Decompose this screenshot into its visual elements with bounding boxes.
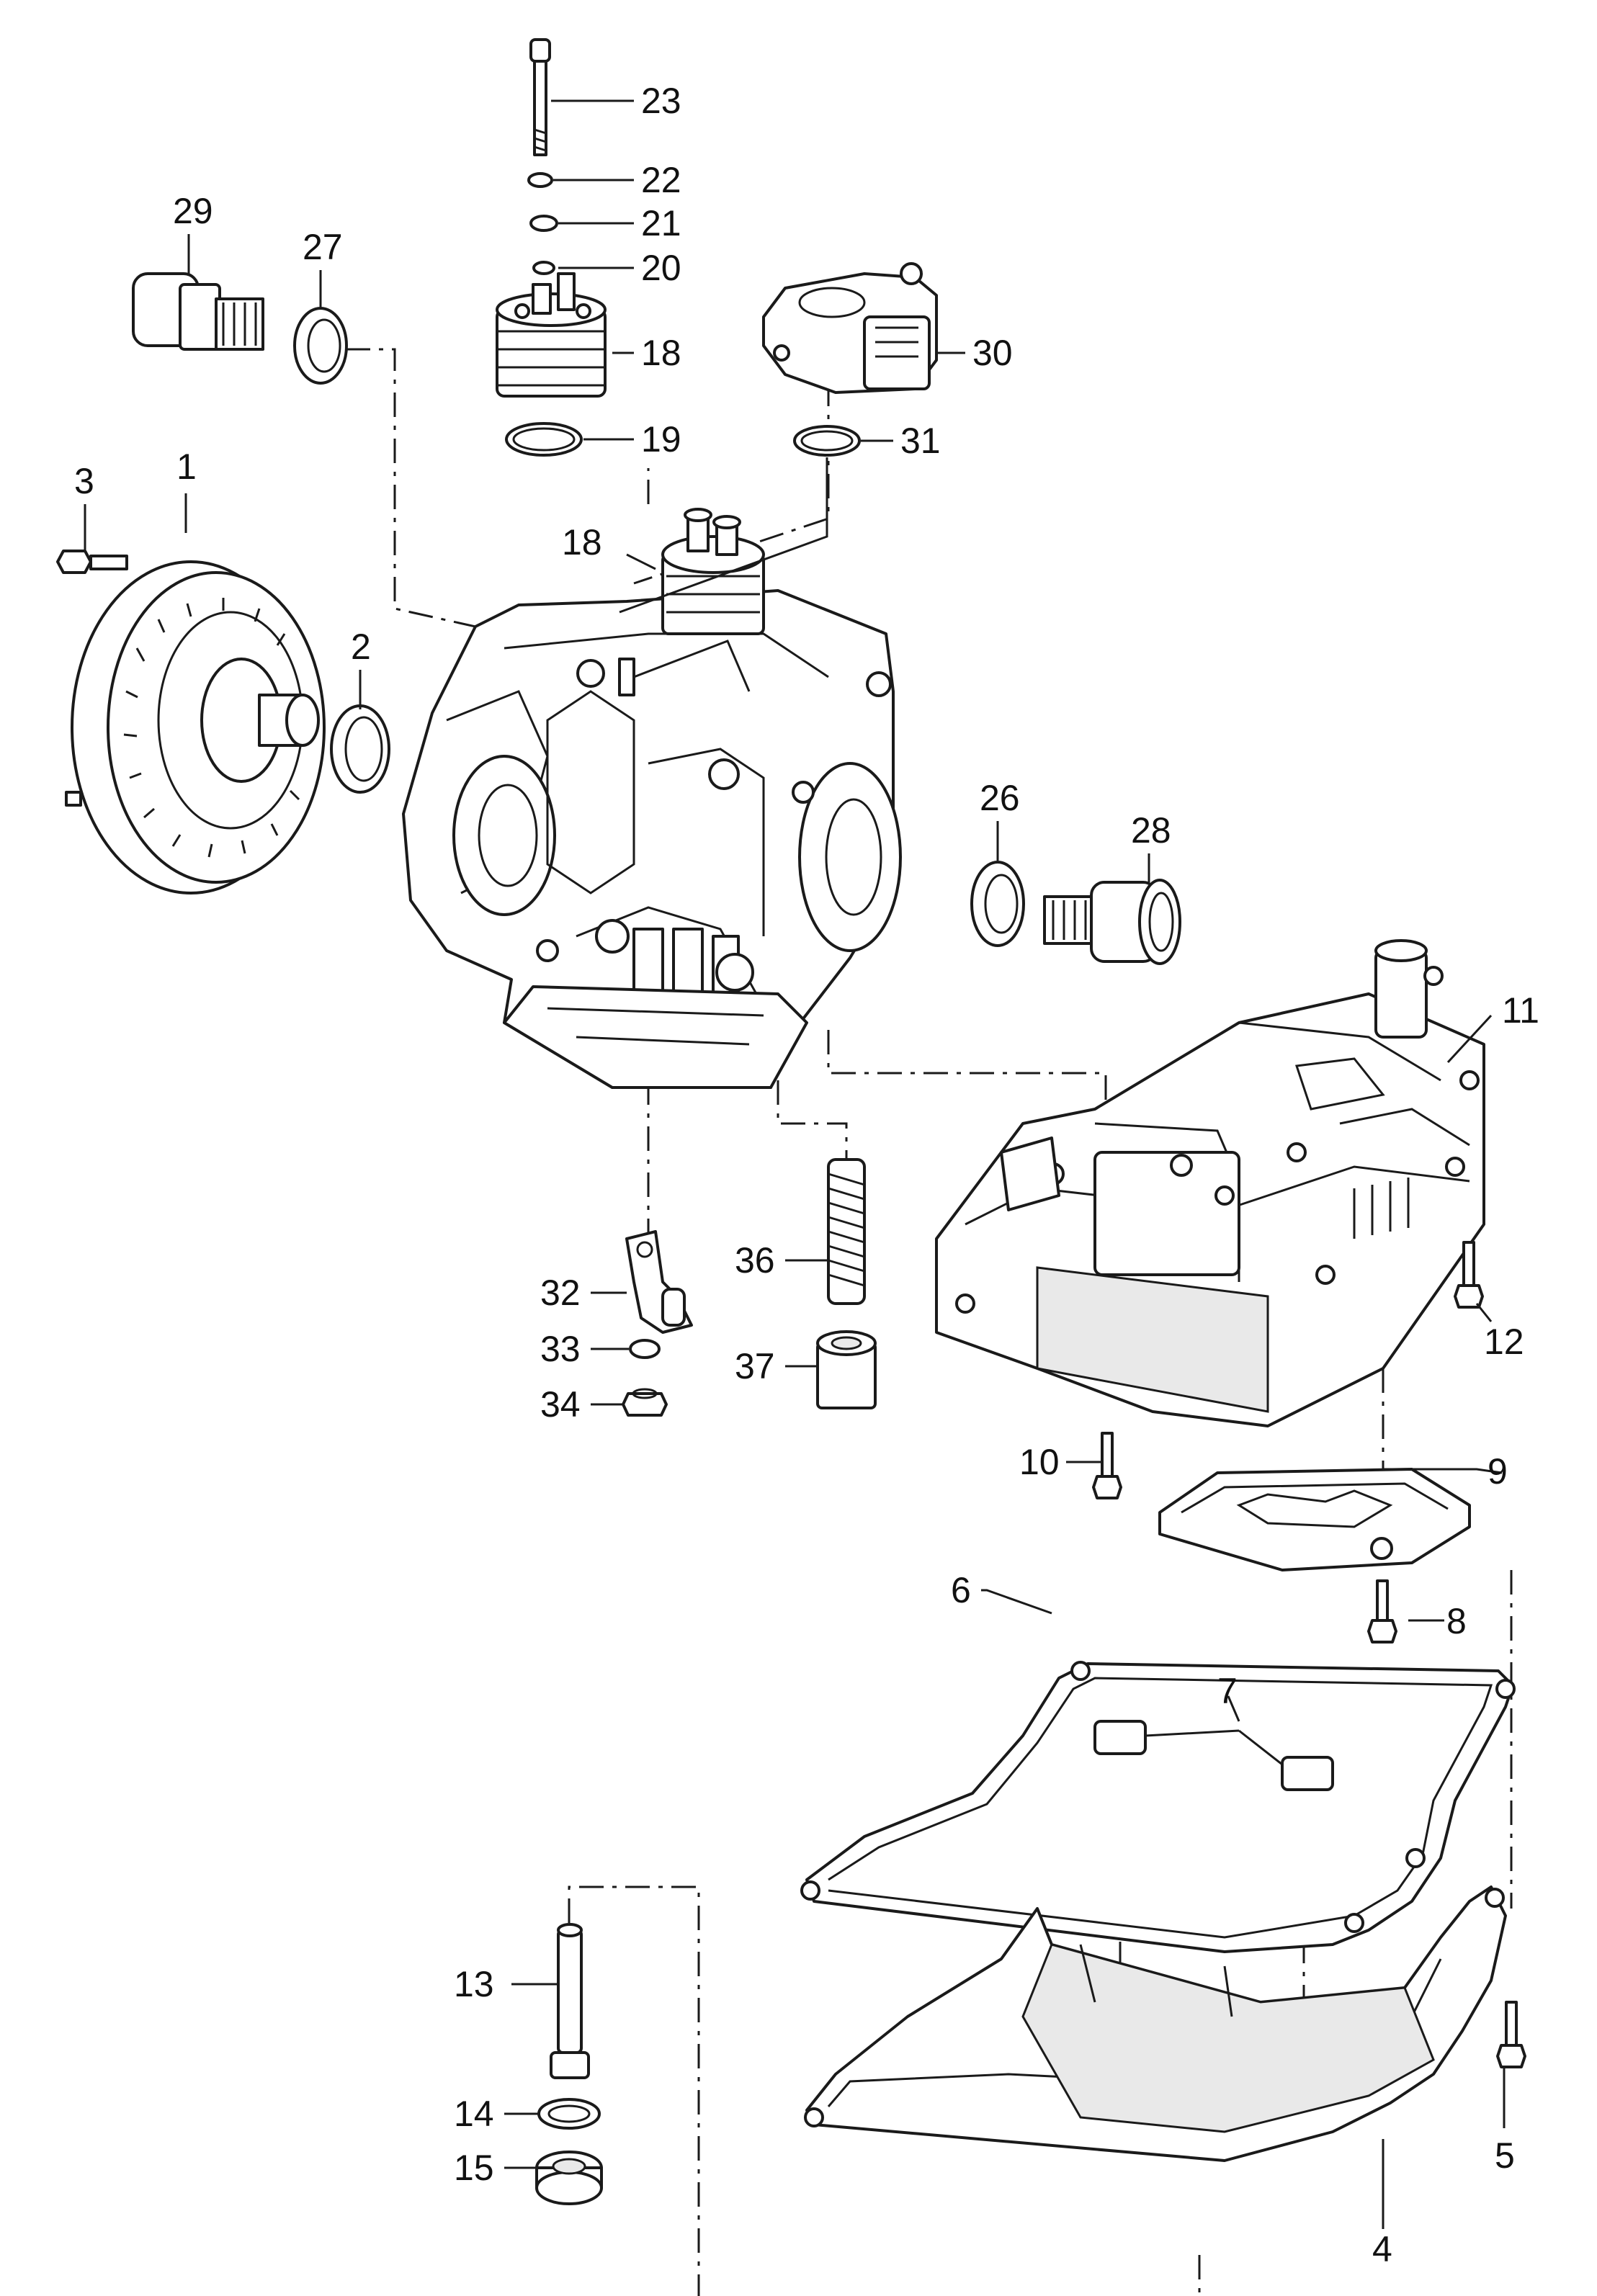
magnet-right: [1281, 1756, 1334, 1791]
converter-bolt: [56, 550, 128, 574]
sleeve: [816, 1330, 877, 1409]
label-part-21: 21: [641, 203, 681, 243]
seal-ring-27: [293, 307, 348, 385]
valve-body-bolt-10: [1092, 1432, 1122, 1499]
washer-22: [527, 172, 553, 188]
oil-pan-bolt: [1496, 2001, 1526, 2068]
label-part-9: 9: [1488, 1451, 1508, 1492]
label-part-10: 10: [1019, 1442, 1060, 1482]
oil-cooler-installed: [618, 508, 765, 696]
label-part-18: 18: [641, 333, 681, 373]
bracket: [625, 1230, 693, 1334]
label-part-19: 19: [641, 419, 681, 459]
label-part-33: 33: [540, 1329, 581, 1369]
cooler-bolt: [529, 38, 551, 156]
label-part-36: 36: [735, 1240, 775, 1281]
label-part-7: 7: [1217, 1671, 1238, 1711]
label-part-31: 31: [900, 421, 941, 461]
label-part-4: 4: [1372, 2229, 1392, 2269]
flange-shaft-left: [132, 272, 264, 351]
label-part-27: 27: [303, 227, 343, 267]
oil-cooler: [496, 272, 607, 398]
part-labels: 1 2 3 4 5 6 7 8 9 10 11 12 13 14 15 18 1…: [74, 81, 1539, 2269]
filter-bolt: [1367, 1579, 1397, 1643]
leader-lines: [84, 99, 1506, 2229]
label-part-1: 1: [176, 447, 197, 487]
seal-ring-2: [330, 704, 390, 794]
valve-body: [935, 939, 1485, 1427]
label-part-14: 14: [454, 2094, 494, 2134]
label-part-8: 8: [1446, 1601, 1467, 1641]
torque-converter: [65, 553, 326, 894]
label-part-29: 29: [173, 191, 213, 231]
label-part-15: 15: [454, 2148, 494, 2188]
label-part-34: 34: [540, 1384, 581, 1425]
seal-21: [529, 215, 558, 232]
oil-pan: [804, 1885, 1507, 2162]
magnet-left: [1093, 1720, 1147, 1755]
oil-pan-gasket: [800, 1661, 1516, 1953]
label-part-3: 3: [74, 461, 94, 501]
label-part-32: 32: [540, 1273, 581, 1313]
o-ring-31: [793, 425, 861, 457]
o-ring-19: [505, 422, 583, 457]
nut-34: [622, 1388, 668, 1417]
transmission-housing: [402, 589, 902, 1089]
label-part-37: 37: [735, 1346, 775, 1386]
label-part-30: 30: [972, 333, 1013, 373]
label-part-5: 5: [1495, 2135, 1515, 2176]
position-sensor: [762, 262, 938, 394]
seal-20: [532, 261, 555, 275]
label-part-6: 6: [951, 1570, 971, 1610]
label-part-28: 28: [1131, 810, 1171, 851]
label-part-2: 2: [351, 627, 371, 667]
drain-plug: [535, 2151, 603, 2205]
washer-33: [629, 1339, 661, 1359]
label-part-18-housing: 18: [562, 522, 602, 562]
label-part-23: 23: [641, 81, 681, 121]
label-part-22: 22: [641, 160, 681, 200]
overflow-tube: [550, 1923, 590, 2079]
label-part-26: 26: [980, 778, 1020, 818]
label-part-12: 12: [1484, 1322, 1524, 1362]
label-part-11: 11: [1502, 990, 1539, 1031]
label-part-13: 13: [454, 1964, 494, 2004]
flange-shaft-right: [1043, 879, 1181, 965]
label-part-20: 20: [641, 248, 681, 288]
spring: [827, 1158, 866, 1305]
oil-filter: [1158, 1468, 1471, 1571]
seal-ring-26: [970, 861, 1025, 947]
seal-14: [537, 2098, 601, 2130]
